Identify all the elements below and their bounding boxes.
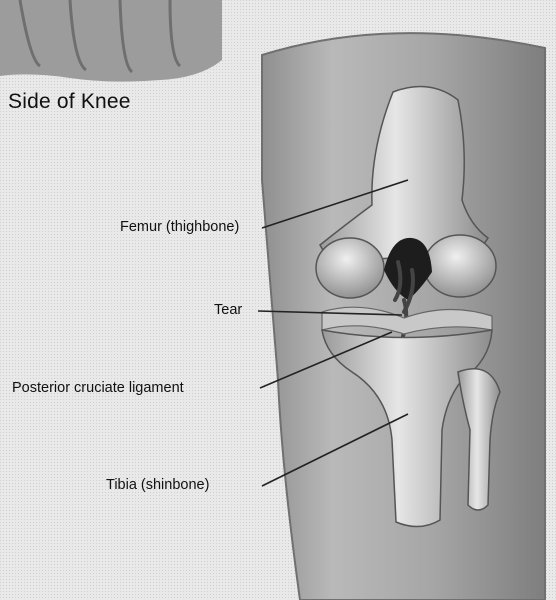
- label-pcl: Posterior cruciate ligament: [12, 380, 184, 396]
- lateral-condyle: [316, 238, 384, 298]
- label-tear: Tear: [214, 302, 242, 318]
- label-tibia: Tibia (shinbone): [106, 477, 209, 493]
- diagram-heading: Side of Knee: [8, 90, 131, 114]
- top-left-partial-figure: [0, 0, 222, 82]
- label-femur: Femur (thighbone): [120, 219, 239, 235]
- medial-condyle: [424, 235, 496, 297]
